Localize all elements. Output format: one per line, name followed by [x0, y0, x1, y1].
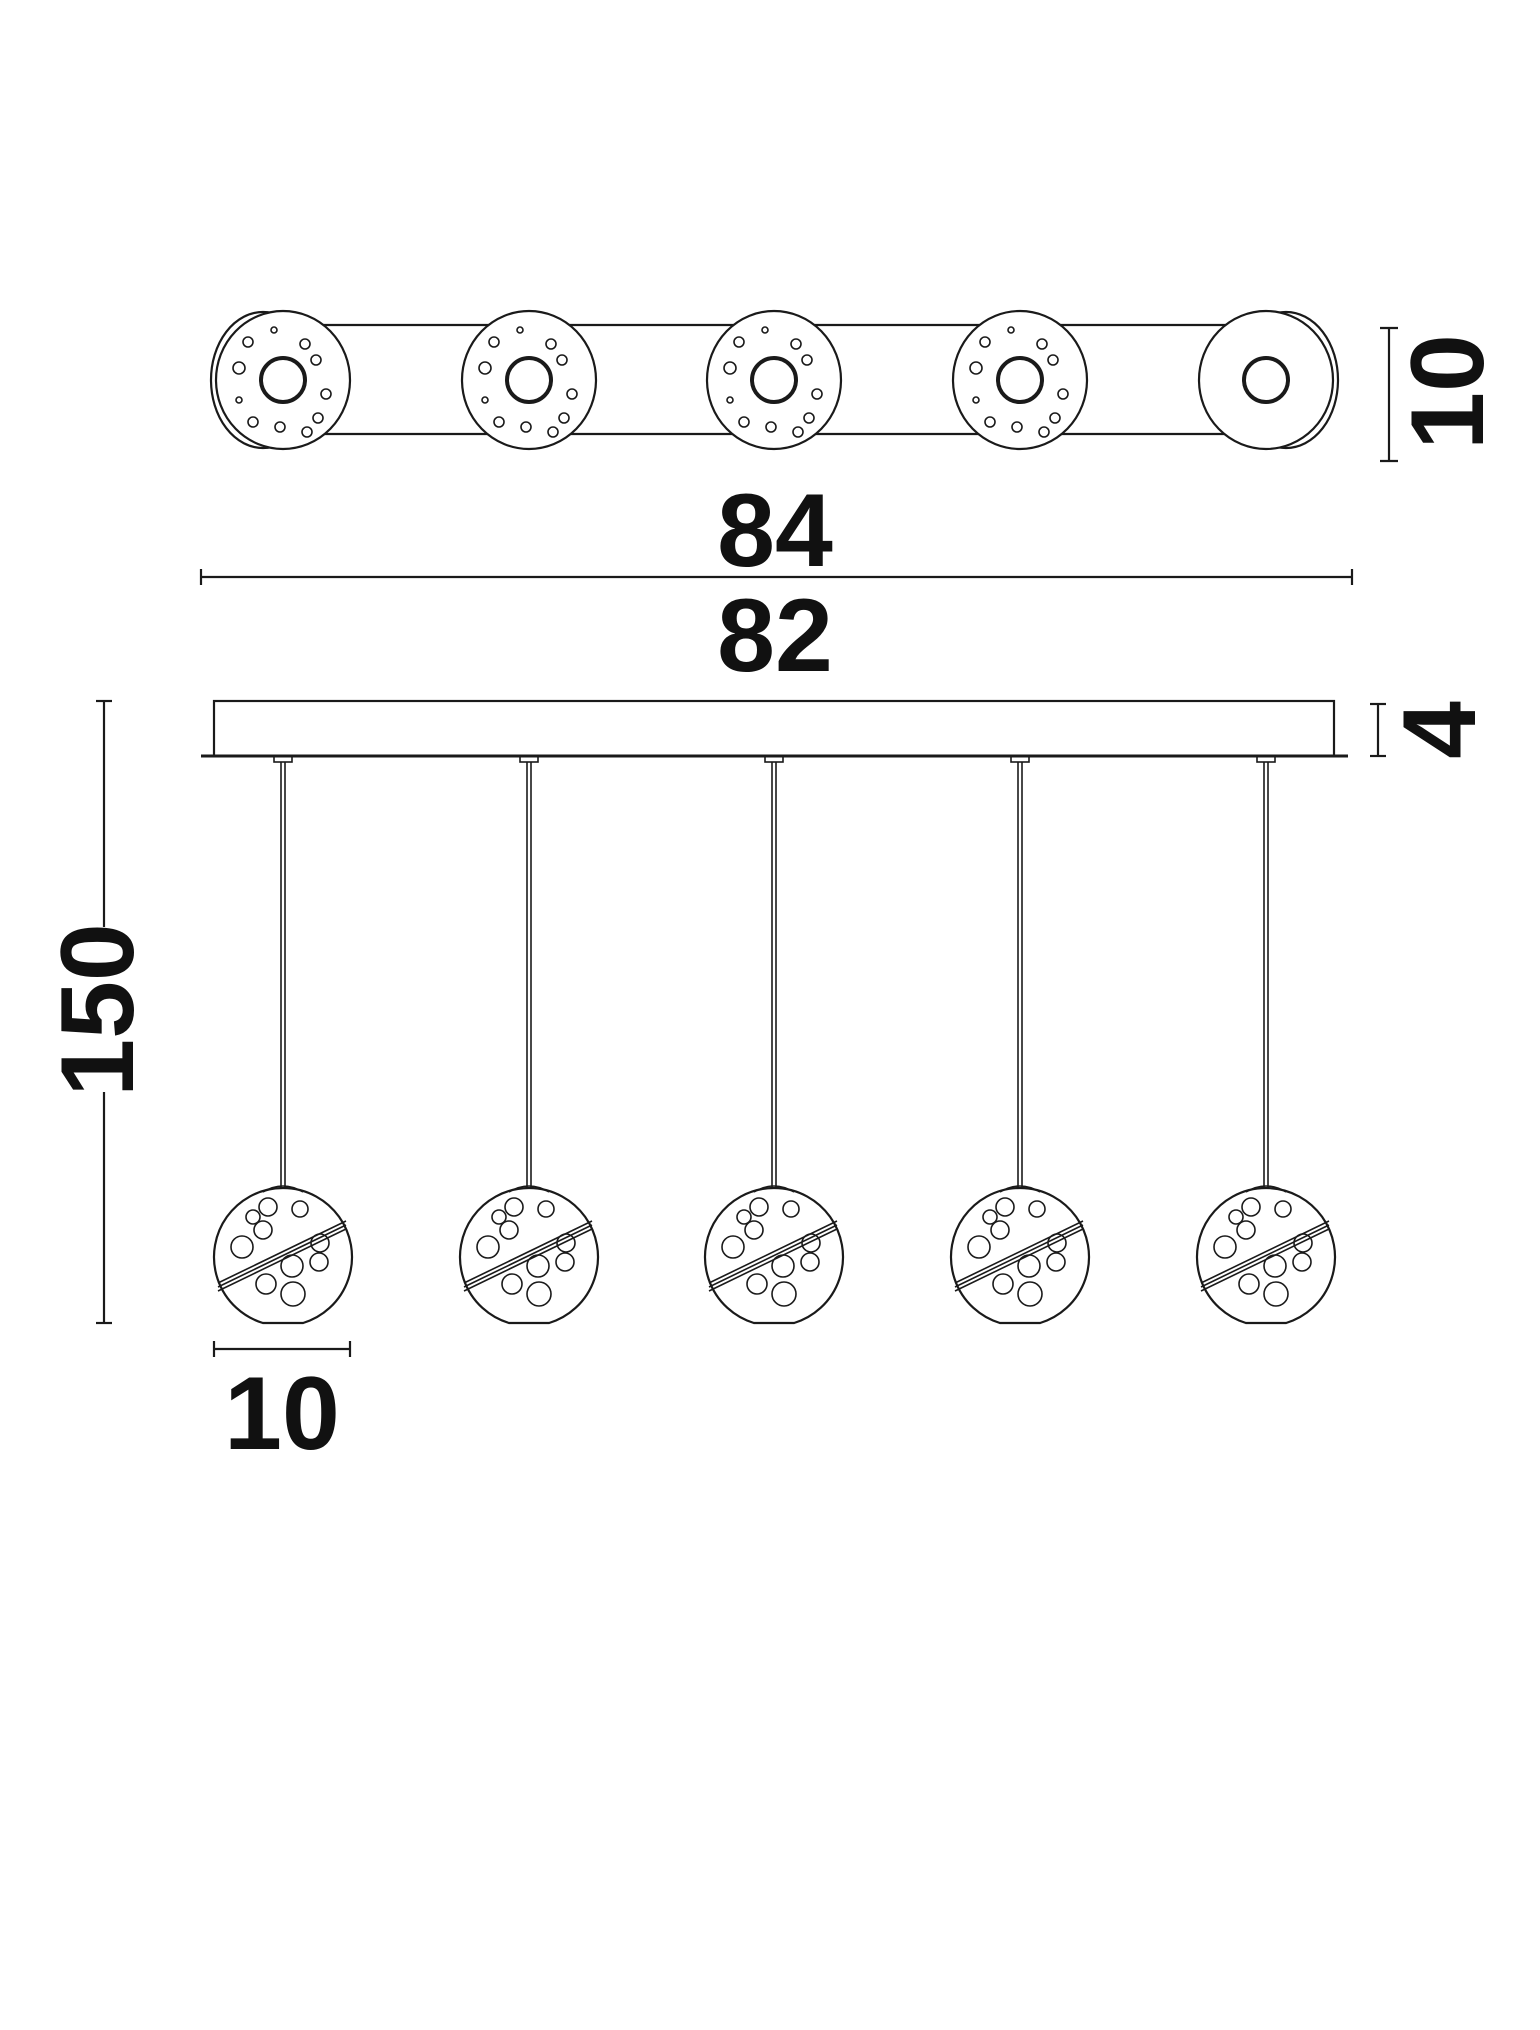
canopy-height-label: 4	[1382, 701, 1498, 759]
top-view-disc	[460, 309, 598, 451]
canopy-length-label: 82	[717, 578, 833, 694]
globe-diameter-label: 10	[224, 1356, 340, 1472]
canopy	[201, 699, 1348, 758]
top-view-disc	[705, 309, 843, 451]
total-length-dimension	[199, 569, 1354, 585]
total-height-dimension: 150	[40, 699, 156, 1325]
total-length-label: 84	[717, 473, 833, 589]
pendant-light	[1195, 755, 1337, 1325]
pendant-light	[212, 755, 354, 1325]
globe-diameter-dimension: 10	[212, 1341, 352, 1472]
total-height-label: 150	[40, 923, 156, 1097]
pendant-light	[703, 755, 845, 1325]
depth-label: 10	[1390, 334, 1506, 450]
pendant-light	[949, 755, 1091, 1325]
top-view	[209, 309, 1340, 451]
top-view-disc	[1197, 309, 1340, 451]
pendant-light	[458, 755, 600, 1325]
depth-dimension: 10	[1380, 326, 1506, 463]
top-view-disc	[951, 309, 1089, 451]
top-view-disc	[209, 309, 352, 451]
pendants	[212, 755, 1337, 1325]
canopy-height-dimension: 4	[1370, 701, 1498, 759]
